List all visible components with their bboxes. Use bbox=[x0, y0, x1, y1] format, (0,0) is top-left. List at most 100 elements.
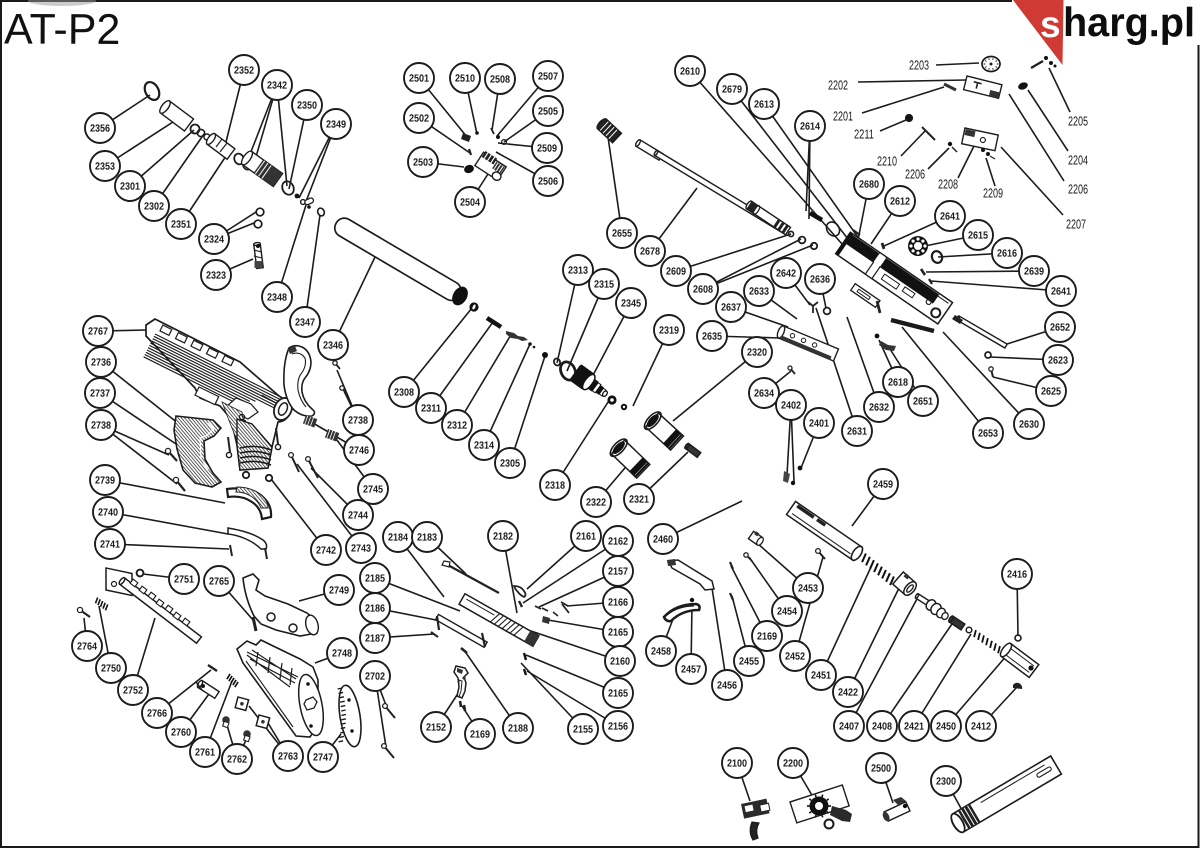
svg-text:2750: 2750 bbox=[101, 664, 121, 675]
svg-text:2651: 2651 bbox=[913, 397, 933, 408]
svg-text:2322: 2322 bbox=[586, 498, 606, 509]
svg-text:2320: 2320 bbox=[747, 348, 767, 359]
svg-text:2761: 2761 bbox=[195, 748, 215, 759]
svg-text:2202: 2202 bbox=[828, 77, 848, 92]
svg-text:2637: 2637 bbox=[721, 303, 741, 314]
svg-text:2679: 2679 bbox=[722, 85, 742, 96]
svg-text:2502: 2502 bbox=[409, 114, 429, 125]
svg-text:2356: 2356 bbox=[90, 124, 110, 135]
svg-text:2455: 2455 bbox=[739, 657, 759, 668]
svg-text:2421: 2421 bbox=[904, 722, 924, 733]
svg-text:2451: 2451 bbox=[811, 671, 831, 682]
svg-text:2504: 2504 bbox=[460, 198, 480, 209]
svg-text:2457: 2457 bbox=[681, 665, 701, 676]
svg-text:2165: 2165 bbox=[608, 628, 628, 639]
svg-text:2311: 2311 bbox=[421, 404, 441, 415]
svg-text:2412: 2412 bbox=[971, 722, 991, 733]
svg-text:2507: 2507 bbox=[538, 72, 558, 83]
svg-text:2636: 2636 bbox=[810, 275, 830, 286]
svg-text:2633: 2633 bbox=[749, 287, 769, 298]
svg-text:s: s bbox=[1040, 4, 1061, 45]
svg-text:2348: 2348 bbox=[267, 293, 287, 304]
svg-text:2702: 2702 bbox=[365, 672, 385, 683]
svg-text:2321: 2321 bbox=[629, 495, 649, 506]
svg-text:2416: 2416 bbox=[1007, 570, 1027, 581]
svg-text:2766: 2766 bbox=[147, 709, 167, 720]
svg-text:2612: 2612 bbox=[890, 197, 910, 208]
svg-text:2642: 2642 bbox=[776, 269, 796, 280]
svg-text:2740: 2740 bbox=[98, 508, 118, 519]
svg-text:2453: 2453 bbox=[798, 584, 818, 595]
svg-text:2743: 2743 bbox=[351, 544, 371, 555]
svg-text:2323: 2323 bbox=[206, 271, 226, 282]
svg-text:2741: 2741 bbox=[100, 540, 120, 551]
svg-text:2678: 2678 bbox=[640, 247, 660, 258]
svg-text:2184: 2184 bbox=[388, 533, 408, 544]
svg-text:2100: 2100 bbox=[727, 759, 747, 770]
svg-text:2182: 2182 bbox=[493, 532, 513, 543]
svg-text:2308: 2308 bbox=[394, 388, 414, 399]
svg-text:2738: 2738 bbox=[348, 416, 368, 427]
svg-text:2460: 2460 bbox=[653, 535, 673, 546]
svg-text:2748: 2748 bbox=[332, 649, 352, 660]
svg-text:2505: 2505 bbox=[538, 107, 558, 118]
svg-text:2162: 2162 bbox=[608, 537, 628, 548]
svg-text:AT-P2: AT-P2 bbox=[4, 6, 120, 54]
svg-text:2206: 2206 bbox=[1068, 181, 1088, 196]
svg-text:2614: 2614 bbox=[800, 122, 820, 133]
svg-text:2635: 2635 bbox=[702, 332, 722, 343]
svg-text:2737: 2737 bbox=[90, 389, 110, 400]
svg-text:2653: 2653 bbox=[978, 429, 998, 440]
svg-text:2187: 2187 bbox=[365, 634, 385, 645]
svg-text:2736: 2736 bbox=[91, 358, 111, 369]
svg-text:2767: 2767 bbox=[88, 327, 108, 338]
svg-text:2509: 2509 bbox=[537, 144, 557, 155]
svg-text:2652: 2652 bbox=[1050, 323, 1070, 334]
svg-text:2746: 2746 bbox=[349, 446, 369, 457]
svg-text:2188: 2188 bbox=[508, 724, 528, 735]
svg-text:2160: 2160 bbox=[610, 657, 630, 668]
svg-text:2618: 2618 bbox=[888, 378, 908, 389]
svg-text:2510: 2510 bbox=[455, 74, 475, 85]
svg-text:2169: 2169 bbox=[470, 730, 490, 741]
svg-text:2347: 2347 bbox=[295, 318, 315, 329]
svg-text:2747: 2747 bbox=[313, 753, 333, 764]
svg-text:2207: 2207 bbox=[1066, 216, 1086, 231]
svg-text:2459: 2459 bbox=[873, 480, 893, 491]
svg-text:2763: 2763 bbox=[278, 752, 298, 763]
svg-text:2342: 2342 bbox=[267, 81, 287, 92]
svg-text:2203: 2203 bbox=[909, 57, 929, 72]
svg-text:2152: 2152 bbox=[426, 723, 446, 734]
svg-text:2157: 2157 bbox=[608, 567, 628, 578]
svg-text:2742: 2742 bbox=[316, 546, 336, 557]
svg-text:2615: 2615 bbox=[968, 231, 988, 242]
svg-text:2422: 2422 bbox=[838, 688, 858, 699]
svg-text:2452: 2452 bbox=[785, 652, 805, 663]
svg-text:2680: 2680 bbox=[859, 180, 879, 191]
svg-text:2301: 2301 bbox=[120, 182, 140, 193]
svg-text:2610: 2610 bbox=[680, 67, 700, 78]
svg-text:2183: 2183 bbox=[417, 533, 437, 544]
svg-text:2616: 2616 bbox=[997, 249, 1017, 260]
svg-text:2632: 2632 bbox=[869, 403, 889, 414]
svg-text:2345: 2345 bbox=[621, 299, 641, 310]
svg-text:2634: 2634 bbox=[754, 389, 774, 400]
svg-text:2402: 2402 bbox=[781, 401, 801, 412]
svg-text:2156: 2156 bbox=[608, 722, 628, 733]
svg-text:2450: 2450 bbox=[936, 722, 956, 733]
svg-text:2210: 2210 bbox=[877, 153, 897, 168]
svg-text:2609: 2609 bbox=[666, 267, 686, 278]
svg-text:2300: 2300 bbox=[936, 777, 956, 788]
svg-text:2765: 2765 bbox=[209, 577, 229, 588]
svg-text:2185: 2185 bbox=[365, 574, 385, 585]
svg-text:2209: 2209 bbox=[983, 185, 1003, 200]
svg-text:2751: 2751 bbox=[174, 575, 194, 586]
svg-text:2641: 2641 bbox=[940, 212, 960, 223]
svg-text:2762: 2762 bbox=[227, 755, 247, 766]
svg-text:2313: 2313 bbox=[568, 266, 588, 277]
svg-text:2630: 2630 bbox=[1019, 420, 1039, 431]
svg-text:2631: 2631 bbox=[847, 427, 867, 438]
svg-text:2500: 2500 bbox=[871, 764, 891, 775]
svg-text:2315: 2315 bbox=[594, 280, 614, 291]
svg-text:2204: 2204 bbox=[1068, 152, 1088, 167]
